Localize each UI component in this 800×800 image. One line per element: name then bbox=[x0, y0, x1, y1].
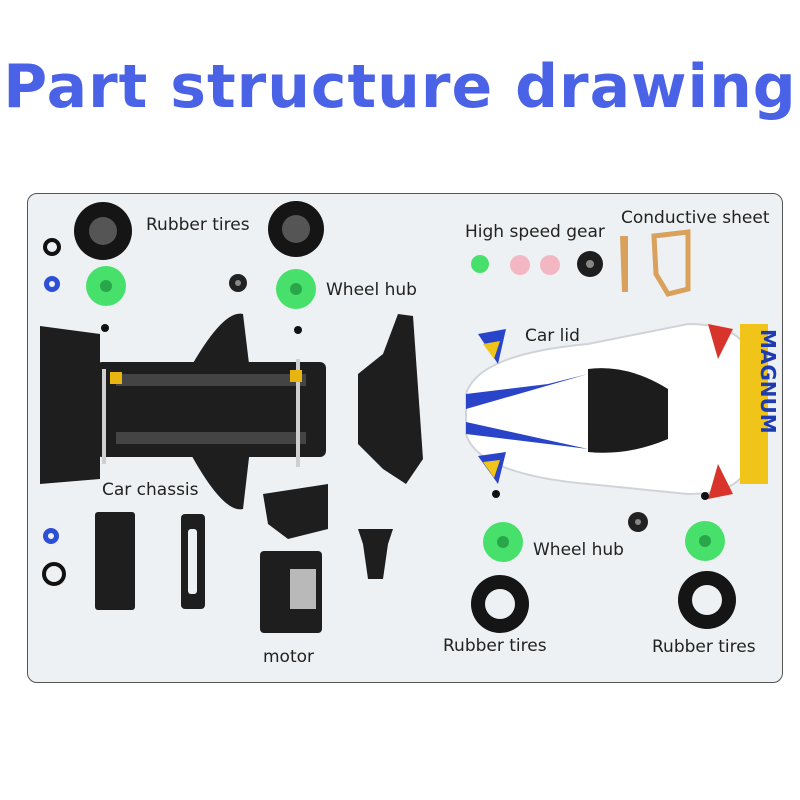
rubber-tire-top-middle bbox=[268, 201, 324, 257]
gear-pink bbox=[540, 255, 560, 275]
wheel-hub-green-top-left bbox=[86, 266, 126, 306]
rear-bumper bbox=[358, 314, 423, 484]
rubber-tire-bottom-left bbox=[471, 575, 529, 633]
parts-illustration: MAGNUM bbox=[40, 201, 780, 633]
label-rubber-tires-bottom-left: Rubber tires bbox=[443, 636, 547, 656]
gear-cover bbox=[263, 484, 328, 539]
label-car-chassis: Car chassis bbox=[102, 480, 199, 500]
label-rubber-tires-top: Rubber tires bbox=[146, 215, 250, 235]
nut-part bbox=[101, 324, 109, 332]
nut-part bbox=[701, 492, 709, 500]
label-rubber-tires-bottom-right: Rubber tires bbox=[652, 637, 756, 657]
rubber-tire-top-left bbox=[74, 202, 132, 260]
label-car-lid: Car lid bbox=[525, 326, 580, 346]
car-chassis bbox=[40, 313, 326, 510]
wheel-hub-green-bottom-left bbox=[483, 522, 523, 562]
label-wheel-hub-top: Wheel hub bbox=[326, 280, 417, 300]
gear-green bbox=[471, 255, 489, 273]
gear-pink bbox=[510, 255, 530, 275]
label-motor: motor bbox=[263, 647, 315, 667]
body-brand-text: MAGNUM bbox=[756, 329, 780, 434]
page-title: Part structure drawing bbox=[3, 52, 797, 122]
conductive-sheet-right bbox=[651, 229, 691, 297]
washer-ring bbox=[42, 562, 66, 586]
nut-part bbox=[294, 326, 302, 334]
label-conductive-sheet: Conductive sheet bbox=[621, 208, 770, 228]
car-lid-body: MAGNUM bbox=[465, 322, 780, 499]
washer-ring bbox=[43, 238, 61, 256]
wheel-hub-green-top-middle bbox=[276, 269, 316, 309]
battery-holder bbox=[95, 512, 135, 610]
wheel-hub-green-bottom-right bbox=[685, 521, 725, 561]
label-high-speed-gear: High speed gear bbox=[465, 222, 605, 242]
conductive-sheet-left bbox=[620, 236, 628, 292]
rubber-tire-bottom-right bbox=[678, 571, 736, 629]
bracket-part bbox=[358, 529, 393, 579]
parts-panel: MAGNUM Rubber tires Wheel hub High speed… bbox=[27, 193, 783, 683]
nut-part bbox=[492, 490, 500, 498]
label-wheel-hub-bottom: Wheel hub bbox=[533, 540, 624, 560]
